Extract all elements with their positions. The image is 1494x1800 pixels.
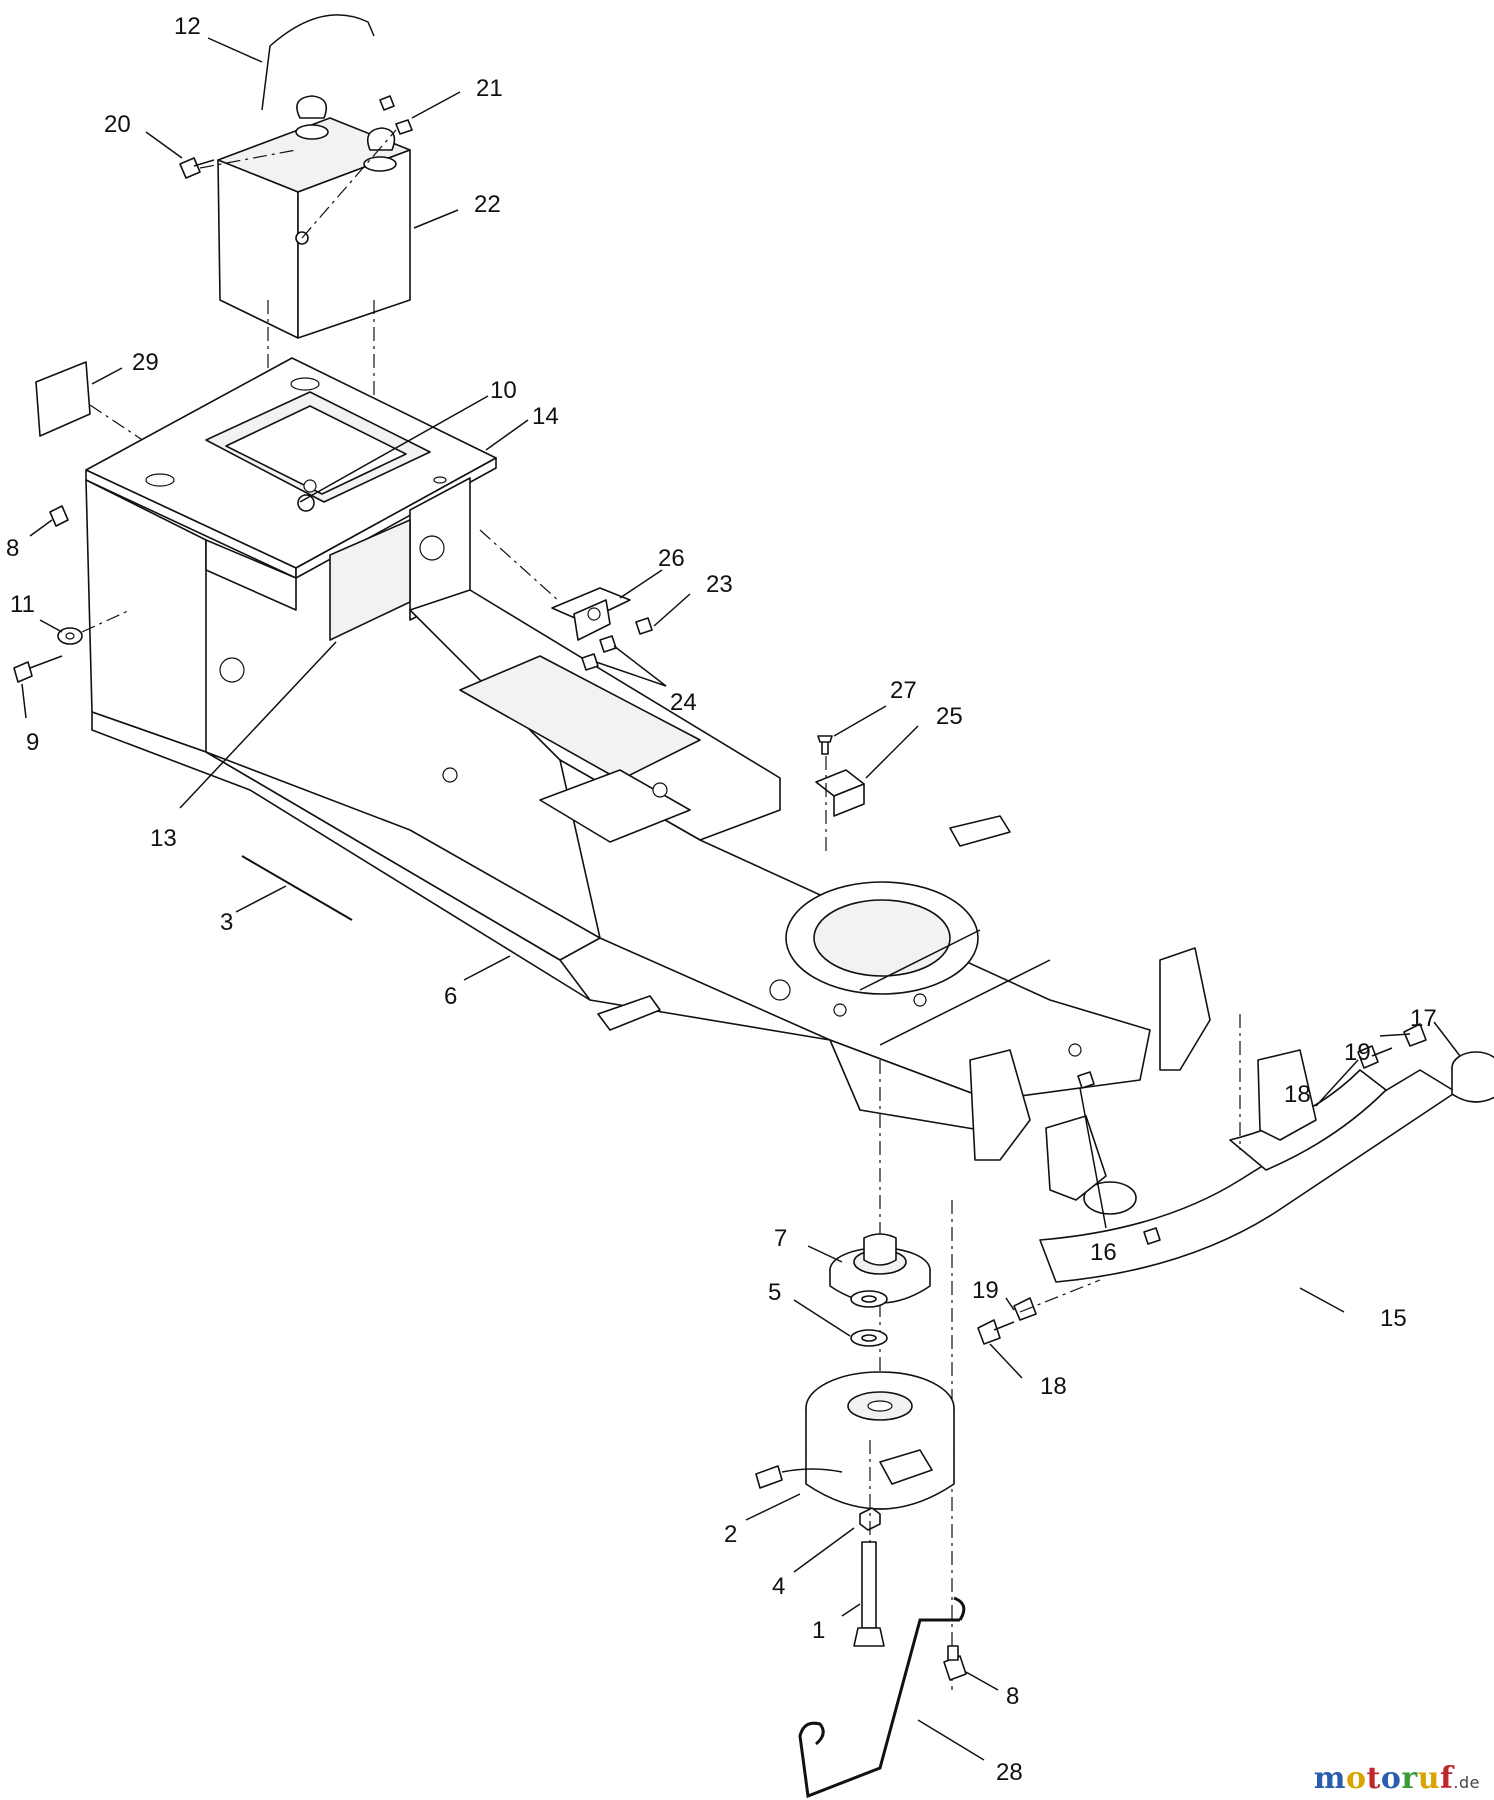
callout-21: 21: [476, 75, 503, 102]
callout-5: 5: [768, 1279, 781, 1306]
callout-20: 20: [104, 111, 131, 138]
callout-24: 24: [670, 689, 697, 716]
logo-letter: o: [1345, 1761, 1367, 1796]
watermark-logo: motoruf.de: [1314, 1761, 1480, 1796]
battery-terminal-nut: [379, 95, 413, 135]
solenoid-nut-a: [581, 653, 599, 671]
battery: [217, 95, 411, 339]
logo-letter: r: [1401, 1761, 1418, 1796]
callout-14: 14: [532, 403, 559, 430]
logo-letter: u: [1417, 1761, 1440, 1796]
decal: [35, 361, 91, 437]
callout-22: 22: [474, 191, 501, 218]
callout-19-left: 19: [972, 1277, 999, 1304]
callout-26: 26: [658, 545, 685, 572]
callout-6: 6: [444, 983, 457, 1010]
front-bumper: [1039, 1049, 1457, 1283]
callout-18-right: 18: [1284, 1081, 1311, 1108]
frame-bolt-left: [49, 505, 69, 527]
callout-28: 28: [996, 1759, 1023, 1786]
leader-lines: [21, 37, 1461, 1761]
clutch-washer: [859, 1507, 881, 1531]
battery-hold-down-rod: [261, 14, 375, 111]
logo-letter: o: [1380, 1761, 1402, 1796]
callout-2: 2: [724, 1521, 737, 1548]
starter-solenoid: [551, 587, 631, 641]
logo-letter: m: [1313, 1761, 1346, 1796]
callout-23: 23: [706, 571, 733, 598]
callout-17: 17: [1410, 1005, 1437, 1032]
logo-letter: f: [1440, 1761, 1454, 1796]
callout-12: 12: [174, 13, 201, 40]
bumper-end-cap: [1451, 1051, 1494, 1103]
bumper-spacer-left: [1013, 1297, 1037, 1321]
clutch-anti-rotation-bracket: [798, 1618, 960, 1799]
callout-7: 7: [774, 1225, 787, 1252]
callout-8-upper: 8: [6, 535, 19, 562]
frame-shoulder-bolt: [13, 655, 63, 683]
callout-16: 16: [1090, 1239, 1117, 1266]
logo-suffix: .de: [1453, 1773, 1480, 1792]
logo-letter: t: [1366, 1761, 1381, 1796]
callout-18-left: 18: [1040, 1373, 1067, 1400]
solenoid-bolt: [635, 617, 653, 635]
bumper-spacer-right: [1403, 1023, 1427, 1047]
callout-25: 25: [936, 703, 963, 730]
callout-labels: 12 20 21 22 29 10 14 8 11 9 13 26 23 24 …: [6, 13, 1437, 1786]
callout-11: 11: [10, 591, 35, 618]
frame-nut-lower: [1143, 1227, 1161, 1245]
callout-29: 29: [132, 349, 159, 376]
battery-terminal-bolt: [179, 157, 215, 179]
pulley-washers: [850, 1290, 888, 1347]
callout-27: 27: [890, 677, 917, 704]
main-frame: [91, 589, 1211, 1161]
safety-switch: [815, 769, 865, 817]
callout-13: 13: [150, 825, 177, 852]
callout-19-right: 19: [1344, 1039, 1371, 1066]
clutch-bolt: [853, 1541, 885, 1647]
frame-bushing: [57, 627, 83, 645]
clutch-bracket-bolt: [943, 1645, 967, 1681]
callout-9: 9: [26, 729, 39, 756]
callout-3: 3: [220, 909, 233, 936]
callout-1: 1: [812, 1617, 825, 1644]
callout-4: 4: [772, 1573, 785, 1600]
switch-screw: [817, 735, 833, 755]
solenoid-nut-b: [599, 635, 617, 653]
callout-10: 10: [490, 377, 517, 404]
cable-tie: [241, 855, 353, 921]
battery-tray-nut: [297, 494, 315, 512]
bumper-bolt-right: [1357, 1045, 1393, 1069]
pto-clutch: [755, 1371, 955, 1510]
bumper-bolt-left: [977, 1319, 1015, 1345]
frame-nut-upper: [1077, 1071, 1095, 1089]
callout-15: 15: [1380, 1305, 1407, 1332]
rear-frame: [85, 357, 497, 753]
callout-8-lower: 8: [1006, 1683, 1019, 1710]
